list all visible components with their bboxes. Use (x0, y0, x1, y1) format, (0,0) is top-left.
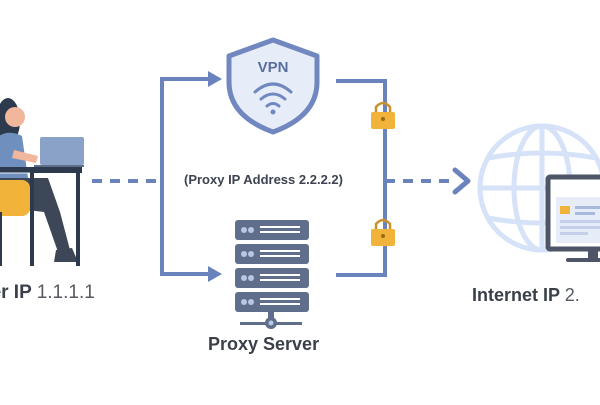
internet-chevron-arrow (452, 167, 471, 195)
user-ip-value: 1.1.1.1 (36, 282, 95, 303)
server-rack-icon (235, 220, 309, 329)
proxy-right-connector (336, 181, 387, 277)
monitor-icon (545, 174, 600, 262)
internet-label-text: Internet IP (472, 285, 560, 305)
user-label-text: ser IP (0, 282, 32, 303)
internet-ip-value: 2. (564, 285, 580, 305)
user-ip-label: ser IP 1.1.1.1 (0, 282, 95, 304)
wifi-icon (253, 82, 293, 108)
vpn-left-connector (160, 77, 212, 181)
lock-icon (371, 218, 395, 246)
proxy-left-connector (160, 181, 212, 276)
lock-icon (371, 101, 395, 129)
proxy-server-label: Proxy Server (208, 334, 320, 354)
person-laptop-icon (0, 98, 84, 266)
vpn-label: VPN (258, 59, 289, 76)
vpn-shield-icon (226, 37, 320, 135)
internet-ip-label: Internet IP 2. (472, 285, 580, 306)
vpn-arrowhead (208, 71, 222, 87)
wifi-dot (270, 109, 276, 115)
connector-lines (92, 77, 452, 277)
proxy-ip-address-label: (Proxy IP Address 2.2.2.2) (184, 172, 343, 187)
proxy-arrowhead (208, 266, 222, 282)
vpn-right-connector (336, 79, 387, 181)
